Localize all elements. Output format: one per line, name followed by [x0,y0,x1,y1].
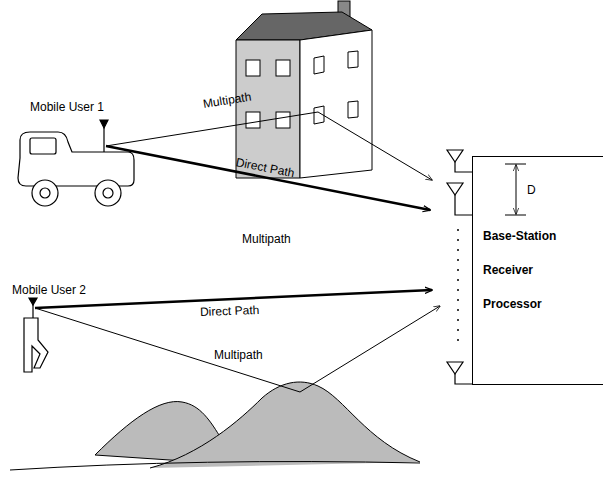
box-title: Base-Station Receiver Processor [483,219,573,321]
path-label: Direct Path [200,303,260,319]
car [18,120,134,206]
building [236,1,372,178]
antenna-array [447,150,472,384]
path-label: Multipath [242,232,291,246]
hills [10,382,420,470]
array-dots [457,229,459,341]
dimension-label: D [527,183,536,197]
user-label: Mobile User 1 [30,100,104,114]
signal-paths [35,112,440,392]
user-label: Mobile User 2 [12,283,86,297]
receiver-box: Base-Station Receiver Processor [472,156,603,385]
path-label: Multipath [214,348,263,362]
